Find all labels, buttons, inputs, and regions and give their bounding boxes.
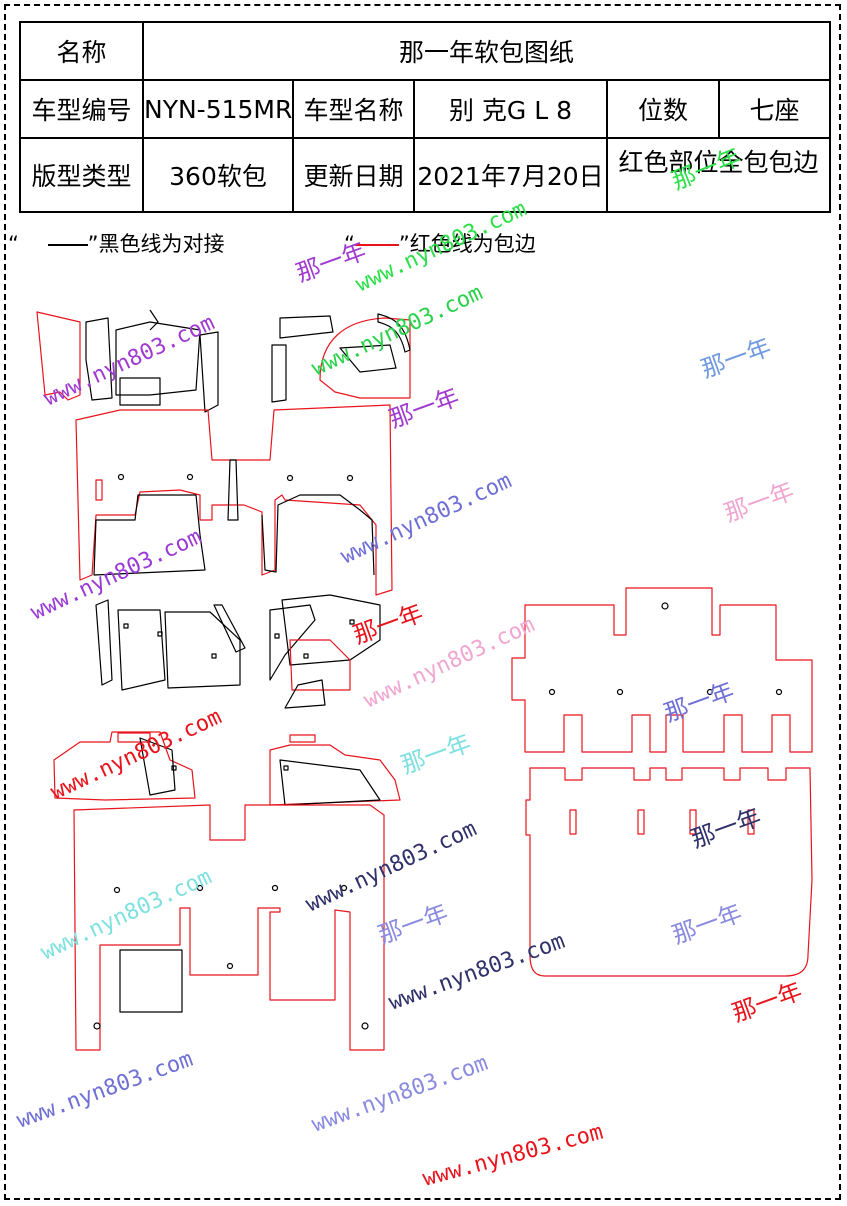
name-value: 那一年软包图纸 — [141, 21, 832, 81]
watermark-url: www.nyn803.com — [420, 1120, 606, 1192]
watermark-url: www.nyn803.com — [352, 196, 531, 297]
watermark-url: www.nyn803.com — [309, 1051, 492, 1138]
watermark-url: www.nyn803.com — [47, 704, 226, 805]
watermarks: www.nyn803.com www.nyn803.com www.nyn803… — [14, 143, 806, 1192]
date-value: 2021年7月20日 — [413, 137, 608, 213]
type-value: 360软包 — [142, 137, 294, 213]
rear-floor-pattern — [53, 731, 401, 1051]
legend-red-open: “ — [344, 232, 355, 256]
legend-red-text: ”红色线为包边 — [398, 232, 536, 256]
watermark-brand: 那一年 — [668, 899, 745, 950]
watermark-brand: 那一年 — [349, 599, 426, 650]
note-cell: 红色部位全包包边 — [605, 137, 832, 213]
watermark-brand: 那一年 — [668, 143, 745, 196]
watermark-url: www.nyn803.com — [14, 1047, 197, 1134]
third-row-pattern — [511, 587, 813, 977]
model-code-label: 车型编号 — [19, 79, 144, 139]
name-label: 名称 — [19, 21, 144, 81]
legend-black-text: ”黑色线为对接 — [87, 232, 225, 256]
watermark-url: www.nyn803.com — [302, 816, 481, 917]
model-name-value: 别 克G L 8 — [413, 79, 608, 139]
watermark-brand: 那一年 — [728, 977, 805, 1028]
black-line-sample — [47, 244, 88, 246]
red-line-sample — [354, 244, 399, 246]
watermark-url: www.nyn803.com — [40, 310, 219, 411]
watermark-url: www.nyn803.com — [386, 929, 569, 1016]
info-table: 名称 那一年软包图纸 车型编号 NYN-515MR 车型名称 别 克G L 8 … — [19, 21, 832, 213]
front-floor-pattern — [36, 309, 411, 596]
type-label: 版型类型 — [19, 137, 144, 213]
legend-black: “ ”黑色线为对接 — [8, 228, 224, 258]
page-border — [4, 4, 841, 1200]
legend-red: “ ”红色线为包边 — [344, 228, 536, 258]
watermark-brand: 那一年 — [397, 729, 474, 780]
watermark-brand: 那一年 — [374, 899, 451, 950]
legend-black-open: “ — [8, 232, 19, 256]
seats-value: 七座 — [717, 79, 832, 139]
watermark-url: www.nyn803.com — [308, 280, 487, 381]
watermark-url: www.nyn803.com — [337, 468, 516, 569]
watermark-brand: 那一年 — [697, 333, 774, 384]
middle-pieces — [95, 594, 381, 709]
model-code-value: NYN-515MR — [142, 79, 294, 139]
watermark-url: www.nyn803.com — [27, 524, 206, 625]
watermark-brand: 那一年 — [720, 477, 797, 528]
seats-label: 位数 — [606, 79, 720, 139]
watermark-brand: 那一年 — [660, 677, 737, 728]
date-label: 更新日期 — [292, 137, 415, 213]
watermark-brand: 那一年 — [687, 803, 764, 854]
watermark-brand: 那一年 — [385, 383, 462, 434]
model-name-label: 车型名称 — [292, 79, 415, 139]
